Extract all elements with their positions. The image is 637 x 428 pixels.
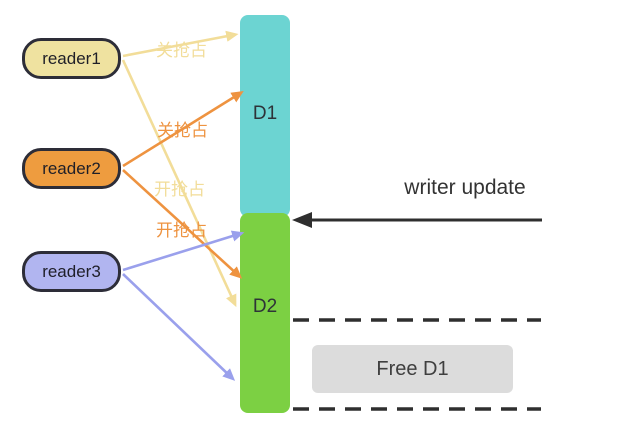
- writer-update-arrowhead-icon: [292, 212, 312, 228]
- data-block-d1: [240, 15, 290, 217]
- reader1-disable-preempt-label: 关抢占: [156, 41, 207, 60]
- reader1-node: reader1: [22, 38, 121, 79]
- reader1-label: reader1: [42, 48, 101, 68]
- reader1-enable-preempt-label: 开抢占: [154, 180, 205, 199]
- arrow-reader2-enter-d1-icon: [122, 91, 244, 168]
- reader2-enable-preempt-label: 开抢占: [156, 221, 207, 240]
- arrow-reader2-exit-d2-icon: [122, 169, 243, 279]
- arrow-reader1-exit-d2-icon: [121, 59, 237, 308]
- reader2-label: reader2: [42, 158, 101, 178]
- arrow-reader3-read-d2-end-icon: [122, 273, 236, 381]
- free-d1-label: Free D1: [376, 357, 449, 380]
- writer-update-label: writer update: [404, 176, 526, 199]
- reader3-label: reader3: [42, 261, 101, 281]
- reader2-node: reader2: [22, 148, 121, 189]
- reader3-node: reader3: [22, 251, 121, 292]
- arrow-reader1-enter-d1-icon: [122, 30, 239, 58]
- free-d1-box: Free D1: [312, 345, 513, 393]
- data-block-d2-label: D2: [252, 296, 278, 317]
- reader2-disable-preempt-label: 关抢占: [157, 121, 208, 140]
- data-block-d1-label: D1: [252, 103, 278, 124]
- arrow-reader3-read-d2-icon: [122, 230, 245, 272]
- data-block-d2: [240, 213, 290, 413]
